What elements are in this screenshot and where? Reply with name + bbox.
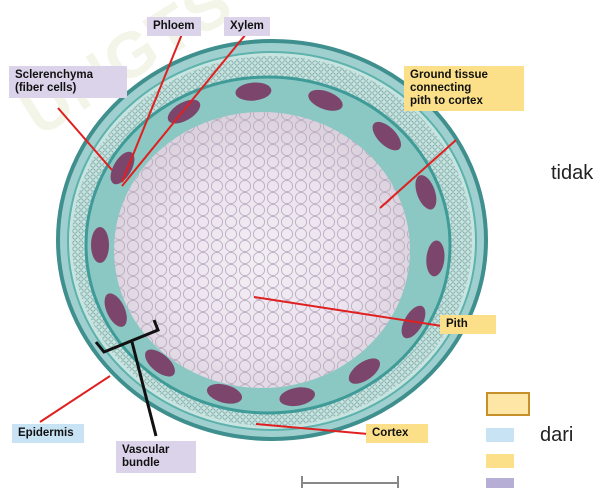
vascular-bundle-label-line2: bundle (122, 457, 190, 470)
xylem-label: Xylem (224, 17, 270, 36)
sclerenchyma-cap (91, 227, 109, 263)
legend-key-outlined (486, 392, 530, 416)
sclerenchyma-label: Sclerenchyma (fiber cells) (9, 66, 127, 98)
pith-cells (114, 112, 410, 388)
epidermis-leader (40, 376, 110, 422)
ground-tissue-label-line2: connecting (410, 82, 518, 95)
sclerenchyma-label-line2: (fiber cells) (15, 82, 121, 95)
ground-tissue-label-line3: pith to cortex (410, 95, 518, 108)
phloem-label: Phloem (147, 17, 201, 36)
ground-tissue-label: Ground tissue connecting pith to cortex (404, 66, 524, 111)
epidermis-label: Epidermis (12, 424, 84, 443)
vascular-bundle-label: Vascular bundle (116, 441, 196, 473)
sclerenchyma-label-line1: Sclerenchyma (15, 69, 121, 82)
legend-key-purple (486, 478, 514, 488)
side-text-dari: dari (540, 424, 573, 447)
legend-key-blue (486, 428, 514, 442)
ground-tissue-label-line1: Ground tissue (410, 69, 518, 82)
vascular-bundle-label-line1: Vascular (122, 444, 190, 457)
side-text-tidak: tidak (551, 162, 593, 185)
cortex-label: Cortex (366, 424, 428, 443)
legend-key-yellow (486, 454, 514, 468)
pith-label: Pith (440, 315, 496, 334)
